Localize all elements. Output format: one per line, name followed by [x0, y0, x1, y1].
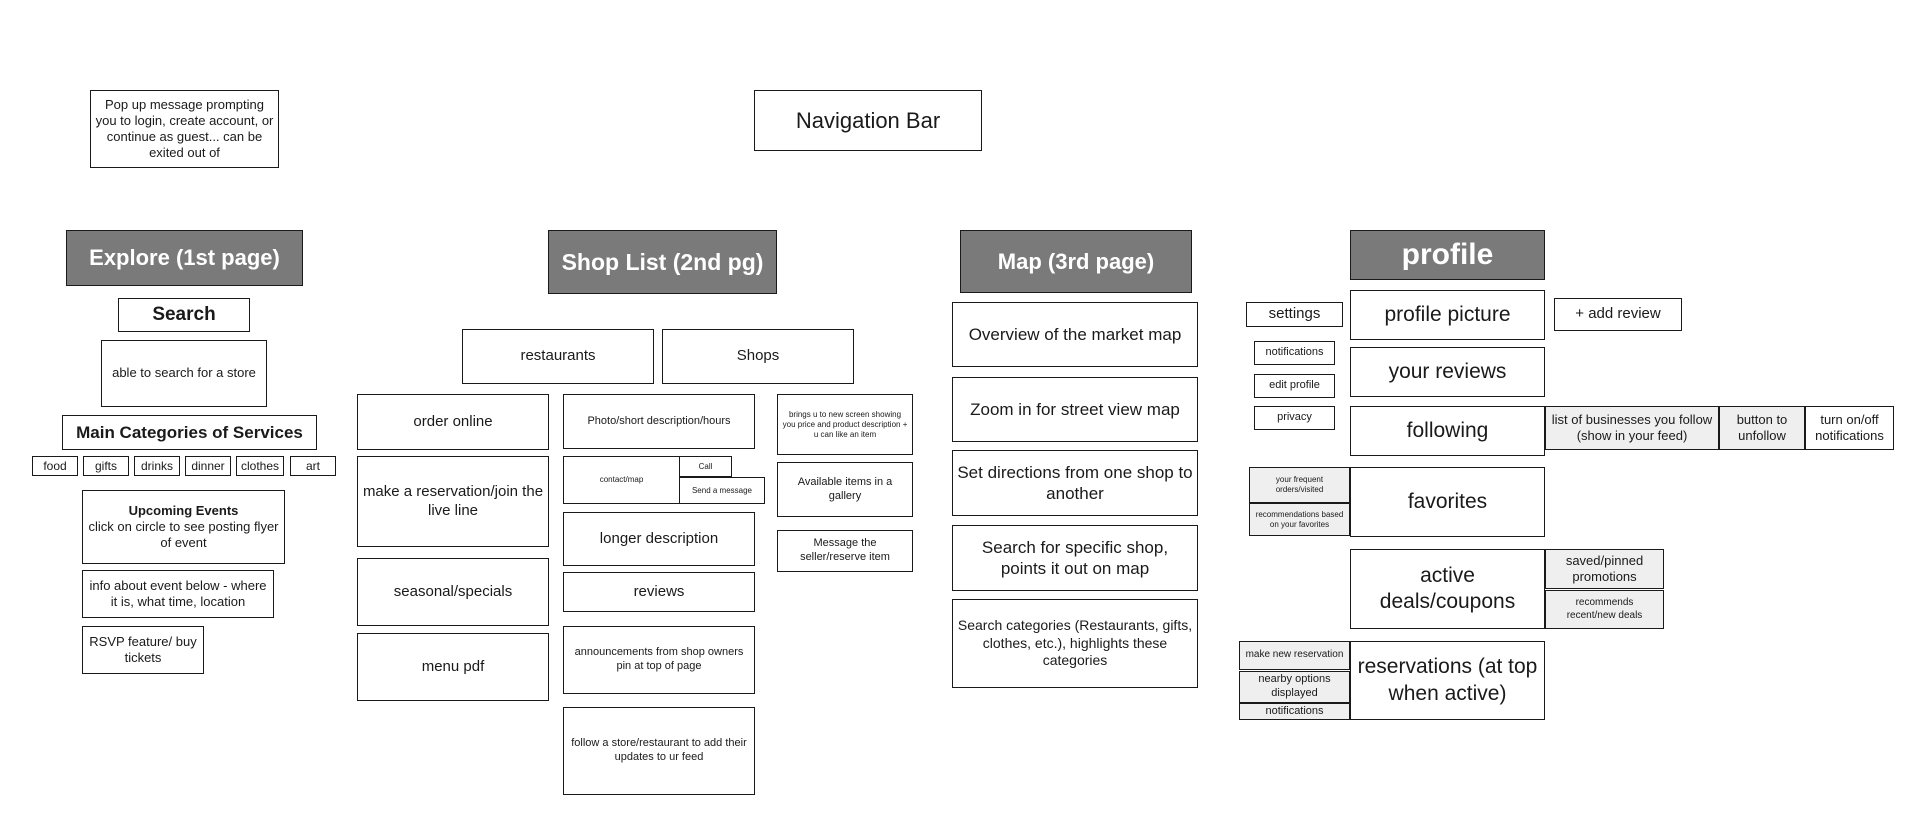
category-food: food [32, 456, 78, 476]
send-message-box: Send a message [679, 477, 765, 504]
privacy-box: privacy [1254, 406, 1335, 430]
search-box: Search [118, 298, 250, 332]
profile-picture-box: profile picture [1350, 290, 1545, 340]
recommended-deals-box: recommends recent/new deals [1545, 590, 1664, 629]
unfollow-button-box: button to unfollow [1719, 406, 1805, 450]
follow-list-box: list of businesses you follow (show in y… [1545, 406, 1719, 450]
photo-description-box: Photo/short description/hours [563, 394, 755, 449]
restaurants-box: restaurants [462, 329, 654, 384]
search-categories-box: Search categories (Restaurants, gifts, c… [952, 599, 1198, 688]
shoplist-header: Shop List (2nd pg) [548, 230, 777, 294]
login-popup-note: Pop up message prompting you to login, c… [90, 90, 279, 168]
notifications-setting-box: notifications [1254, 341, 1335, 365]
reviews-box: reviews [563, 572, 755, 612]
gallery-box: Available items in a gallery [777, 462, 913, 517]
nearby-options-box: nearby options displayed [1239, 671, 1350, 703]
category-drinks: drinks [134, 456, 180, 476]
announcements-box: announcements from shop owners pin at to… [563, 626, 755, 694]
main-categories-title: Main Categories of Services [62, 415, 317, 450]
rsvp-box: RSVP feature/ buy tickets [82, 626, 204, 674]
add-review-box: + add review [1554, 298, 1682, 331]
follow-store-box: follow a store/restaurant to add their u… [563, 707, 755, 795]
profile-header: profile [1350, 230, 1545, 280]
category-dinner: dinner [185, 456, 231, 476]
longer-description-box: longer description [563, 512, 755, 566]
menu-pdf-box: menu pdf [357, 633, 549, 701]
shops-box: Shops [662, 329, 854, 384]
directions-box: Set directions from one shop to another [952, 450, 1198, 516]
recommendations-box: recommendations based on your favorites [1249, 503, 1350, 536]
favorites-box: favorites [1350, 467, 1545, 537]
navigation-bar: Navigation Bar [754, 90, 982, 151]
seasonal-box: seasonal/specials [357, 558, 549, 626]
reservation-notifications-box: notifications [1239, 703, 1350, 720]
map-header: Map (3rd page) [960, 230, 1192, 293]
notification-toggle-box: turn on/off notifications [1805, 406, 1894, 450]
upcoming-events-box: Upcoming Events click on circle to see p… [82, 490, 285, 564]
market-map-overview-box: Overview of the market map [952, 302, 1198, 367]
settings-box: settings [1246, 302, 1343, 327]
category-clothes: clothes [236, 456, 284, 476]
edit-profile-box: edit profile [1254, 374, 1335, 398]
category-gifts: gifts [83, 456, 129, 476]
order-online-box: order online [357, 394, 549, 450]
contact-map-box: contact/map [563, 456, 680, 504]
your-reviews-box: your reviews [1350, 347, 1545, 397]
new-reservation-box: make new reservation [1239, 641, 1350, 670]
explore-header: Explore (1st page) [66, 230, 303, 286]
upcoming-events-title: Upcoming Events [128, 502, 239, 518]
event-info-box: info about event below - where it is, wh… [82, 570, 274, 618]
deals-coupons-box: active deals/coupons [1350, 549, 1545, 629]
call-box: Call [679, 456, 732, 477]
search-description: able to search for a store [101, 340, 267, 407]
saved-promotions-box: saved/pinned promotions [1545, 549, 1664, 589]
following-box: following [1350, 406, 1545, 456]
new-screen-box: brings u to new screen showing you price… [777, 394, 913, 455]
frequent-orders-box: your frequent orders/visited [1249, 467, 1350, 503]
reservation-box: make a reservation/join the live line [357, 456, 549, 547]
reservations-box: reservations (at top when active) [1350, 641, 1545, 720]
search-shop-box: Search for specific shop, points it out … [952, 525, 1198, 591]
street-view-box: Zoom in for street view map [952, 377, 1198, 442]
message-seller-box: Message the seller/reserve item [777, 530, 913, 572]
upcoming-events-description: click on circle to see posting flyer of … [88, 518, 279, 551]
category-art: art [290, 456, 336, 476]
